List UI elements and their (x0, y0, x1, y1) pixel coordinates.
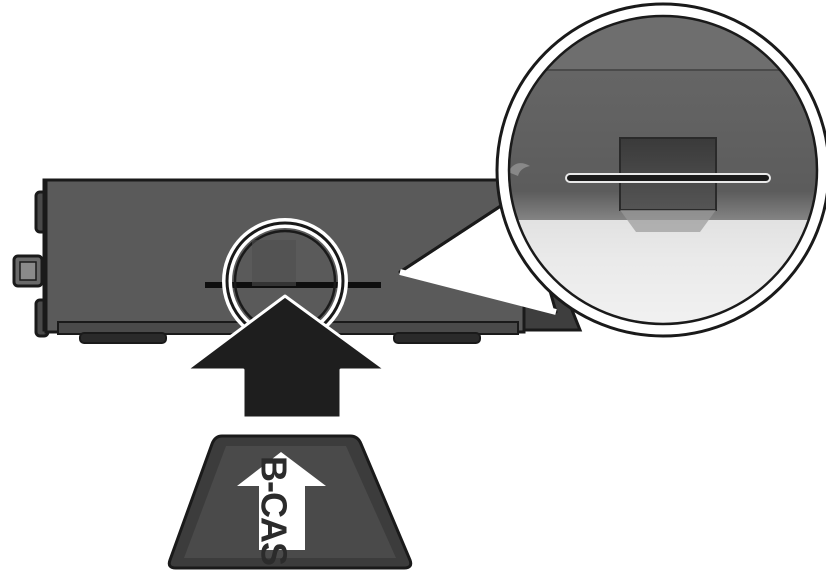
zoom-callout (495, 2, 826, 338)
b-cas-card: B-CAS (167, 434, 413, 570)
device-foot-right (393, 332, 481, 344)
insert-direction-arrow (184, 294, 388, 420)
card-label: B-CAS (253, 456, 294, 565)
device-logo-mark (508, 163, 530, 176)
card-arrow (237, 452, 326, 550)
card-slot-zoomed (565, 173, 771, 183)
device-foot-left (79, 332, 167, 344)
